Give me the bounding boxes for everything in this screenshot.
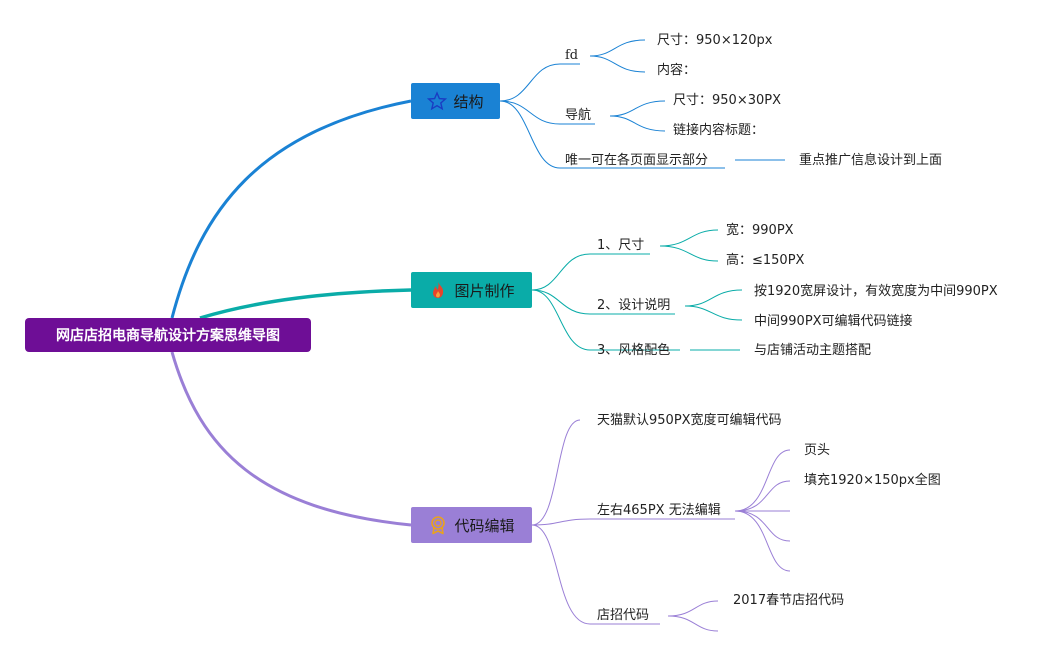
topic-design-notes[interactable]: 2、设计说明	[597, 298, 671, 313]
topic-nav-links[interactable]: 链接内容标题：	[673, 123, 765, 138]
topic-width[interactable]: 宽：990PX	[726, 223, 794, 238]
root-to-structure-link	[170, 99, 412, 319]
root-to-image-link	[199, 288, 412, 320]
topic-widescreen-design[interactable]: 按1920宽屏设计，有效宽度为中间990PX	[754, 284, 998, 299]
topic-key-promo[interactable]: 重点推广信息设计到上面	[799, 153, 943, 168]
topic-size[interactable]: 1、尺寸	[597, 238, 645, 253]
fire-icon	[428, 280, 448, 300]
topic-signboard-code[interactable]: 店招代码	[597, 608, 650, 623]
topic-height[interactable]: 高：≤150PX	[726, 253, 805, 268]
branch-image-production[interactable]: 图片制作	[411, 272, 532, 308]
topic-editable-center[interactable]: 中间990PX可编辑代码链接	[754, 314, 913, 329]
branch-structure-label: 结构	[453, 92, 484, 111]
topic-only-every-page[interactable]: 唯一可在各页面显示部分	[565, 153, 709, 168]
star-icon	[427, 91, 448, 111]
topic-fd-content[interactable]: 内容：	[657, 63, 697, 78]
topic-match-theme[interactable]: 与店铺活动主题搭配	[754, 343, 872, 358]
root-to-code-link	[170, 351, 412, 527]
award-icon	[428, 515, 448, 535]
topic-nav-size[interactable]: 尺寸：950×30PX	[673, 93, 781, 108]
root-topic[interactable]: 网店店招电商导航设计方案思维导图	[25, 318, 311, 352]
topic-style-color[interactable]: 3、风格配色	[597, 343, 671, 358]
topic-fill-full-image[interactable]: 填充1920×150px全图	[804, 473, 941, 488]
topic-side-uneditable[interactable]: 左右465PX 无法编辑	[597, 503, 721, 518]
topic-page-header[interactable]: 页头	[804, 443, 831, 458]
topic-nav[interactable]: 导航	[565, 108, 592, 123]
topic-fd-size[interactable]: 尺寸：950×120px	[657, 33, 773, 48]
branch-code-editing[interactable]: 代码编辑	[411, 507, 532, 543]
topic-spring-festival-code[interactable]: 2017春节店招代码	[733, 593, 845, 608]
branch-code-editing-label: 代码编辑	[454, 516, 515, 535]
topic-fd[interactable]: fd	[565, 48, 579, 63]
topic-tmall-default[interactable]: 天猫默认950PX宽度可编辑代码	[597, 413, 782, 428]
branch-image-production-label: 图片制作	[454, 281, 515, 300]
branch-structure[interactable]: 结构	[411, 83, 500, 119]
